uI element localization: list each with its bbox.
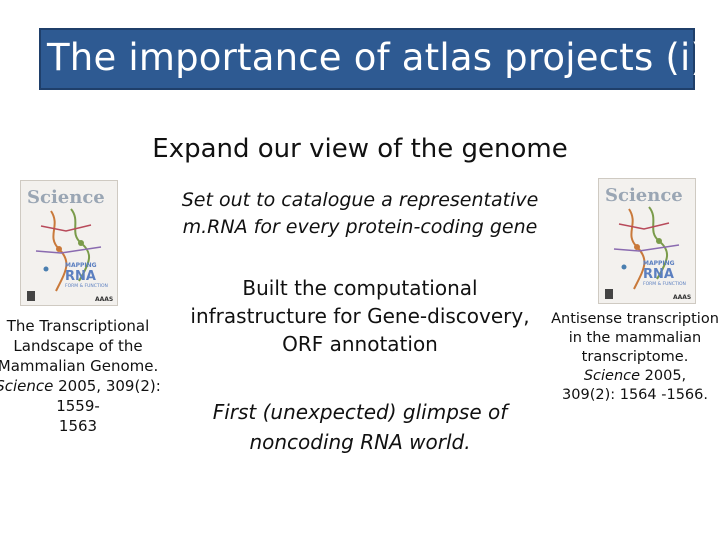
cover-publisher: AAAS [95,296,113,303]
cover-headline-1: MAPPING [65,262,97,269]
left-ref-line-5: 1563 [58,417,98,435]
title-bar: The importance of atlas projects (i) [39,28,705,90]
left-ref-line-2: Landscape of the [13,337,143,355]
right-ref-line-3: transcriptome. [581,349,689,365]
left-ref-line-3: Mammalian Genome. [0,357,159,375]
cover-artwork: Science MAPPING RNA FORM & FUNCTION AAAS [605,185,691,301]
science-cover-image-right: Science MAPPING RNA FORM & FUNCTION AAAS [598,178,696,304]
science-cover-image-left: Science MAPPING RNA FORM & FUNCTION AAAS [20,180,118,306]
cover-masthead: Science [605,185,683,206]
cover-publisher: AAAS [673,294,691,301]
left-ref-line-4: Science 2005, 309(2): 1559- [0,376,174,416]
cover-masthead: Science [27,187,105,208]
cover-headline-3: FORM & FUNCTION [643,281,686,287]
right-ref-year: 2005, [640,368,687,384]
slide-title: The importance of atlas projects (i) [47,36,706,79]
point-noncoding-line-2: noncoding RNA world. [249,430,471,454]
cover-headline-2: RNA [65,269,96,284]
left-ref-line-1: The Transcriptional [6,317,150,335]
point-infrastructure-line-1: Built the computational [242,276,478,300]
cover-headline-3: FORM & FUNCTION [65,283,108,289]
right-reference-caption: Antisense transcription in the mammalian… [535,310,720,405]
cover-headline-2: RNA [643,267,674,282]
left-ref-journal: Science [0,377,54,395]
point-infrastructure: Built the computational infrastructure f… [160,274,560,358]
right-ref-line-4: Science 2005, [535,367,720,386]
point-noncoding-line-1: First (unexpected) glimpse of [212,400,508,424]
point-catalogue: Set out to catalogue a representative m.… [150,187,570,241]
right-ref-line-5: 309(2): 1564 -1566. [562,387,708,403]
left-reference-caption: The Transcriptional Landscape of the Mam… [0,316,174,436]
point-infrastructure-line-3: ORF annotation [282,332,438,356]
left-ref-citation: 2005, 309(2): 1559- [53,377,161,415]
cover-artwork: Science MAPPING RNA FORM & FUNCTION AAAS [27,187,113,303]
right-ref-line-2: in the mammalian [568,330,702,346]
point-catalogue-line-2: m.RNA for every protein-coding gene [182,216,538,238]
point-infrastructure-line-2: infrastructure for Gene-discovery, [190,304,530,328]
point-noncoding: First (unexpected) glimpse of noncoding … [180,397,540,457]
slide-subtitle: Expand our view of the genome [152,134,568,164]
point-catalogue-line-1: Set out to catalogue a representative [181,189,539,211]
right-ref-line-1: Antisense transcription [551,311,719,327]
cover-headline-1: MAPPING [643,260,675,267]
right-ref-journal: Science [583,368,641,384]
